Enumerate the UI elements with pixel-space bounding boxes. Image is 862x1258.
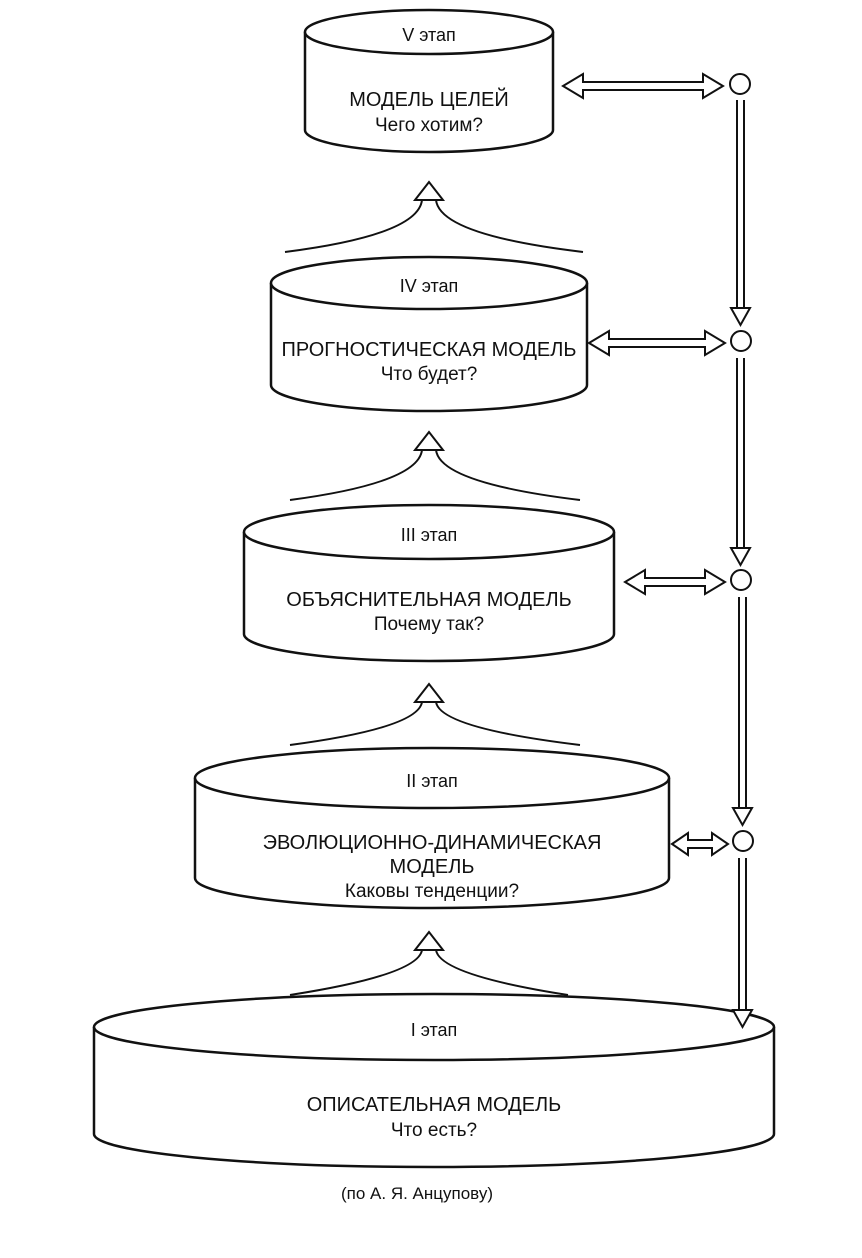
stage-3-label: III этап — [401, 525, 458, 545]
down-arrow-5-4 — [729, 100, 752, 328]
up-arrow-4-5 — [284, 180, 584, 253]
stage-1-cylinder: I этап ОПИСАТЕЛЬНАЯ МОДЕЛЬ Что есть? — [92, 992, 776, 1169]
stage-3-question: Почему так? — [374, 614, 484, 635]
stage-2-title-line2: МОДЕЛЬ — [390, 856, 475, 878]
node-stage-5 — [729, 73, 751, 95]
stage-2-title-line1: ЭВОЛЮЦИОННО-ДИНАМИЧЕСКАЯ — [263, 832, 602, 854]
down-arrow-4-3 — [729, 358, 752, 568]
source-caption: (по А. Я. Анцупову) — [341, 1184, 493, 1203]
stage-1-label: I этап — [411, 1020, 458, 1040]
stage-1-title: ОПИСАТЕЛЬНАЯ МОДЕЛЬ — [307, 1094, 562, 1116]
stage-3-cylinder: III этап ОБЪЯСНИТЕЛЬНАЯ МОДЕЛЬ Почему та… — [242, 503, 616, 663]
h-arrow-stage-2 — [670, 831, 730, 857]
stage-3-title: ОБЪЯСНИТЕЛЬНАЯ МОДЕЛЬ — [286, 589, 571, 611]
node-stage-3 — [730, 569, 752, 591]
horizontal-arrows — [561, 72, 730, 857]
feedback-nodes — [729, 73, 754, 852]
down-arrow-2-1 — [731, 858, 754, 1030]
stage-4-title: ПРОГНОСТИЧЕСКАЯ МОДЕЛЬ — [281, 339, 576, 361]
up-arrow-1-2 — [289, 930, 569, 996]
h-arrow-stage-3 — [623, 568, 727, 596]
stage-2-cylinder: II этап ЭВОЛЮЦИОННО-ДИНАМИЧЕСКАЯ МОДЕЛЬ … — [193, 746, 671, 910]
h-arrow-stage-5 — [561, 72, 725, 100]
stage-4-question: Что будет? — [381, 364, 478, 385]
down-arrow-3-2 — [731, 597, 754, 828]
stage-5-question: Чего хотим? — [375, 115, 483, 136]
stage-2-question: Каковы тенденции? — [345, 881, 519, 902]
h-arrow-stage-4 — [587, 329, 727, 357]
stage-4-cylinder: IV этап ПРОГНОСТИЧЕСКАЯ МОДЕЛЬ Что будет… — [269, 255, 589, 413]
stage-5-label: V этап — [402, 25, 456, 45]
stage-4-label: IV этап — [400, 276, 459, 296]
stage-2-label: II этап — [406, 771, 458, 791]
node-stage-2 — [732, 830, 754, 852]
stage-5-title: МОДЕЛЬ ЦЕЛЕЙ — [349, 87, 508, 111]
up-arrow-3-4 — [289, 430, 581, 501]
stage-5-cylinder: V этап МОДЕЛЬ ЦЕЛЕЙ Чего хотим? — [303, 8, 555, 154]
up-arrow-2-3 — [289, 682, 581, 746]
upward-arrows — [284, 180, 584, 996]
node-stage-4 — [730, 330, 752, 352]
stage-1-question: Что есть? — [391, 1120, 477, 1141]
down-arrows — [729, 100, 754, 1030]
